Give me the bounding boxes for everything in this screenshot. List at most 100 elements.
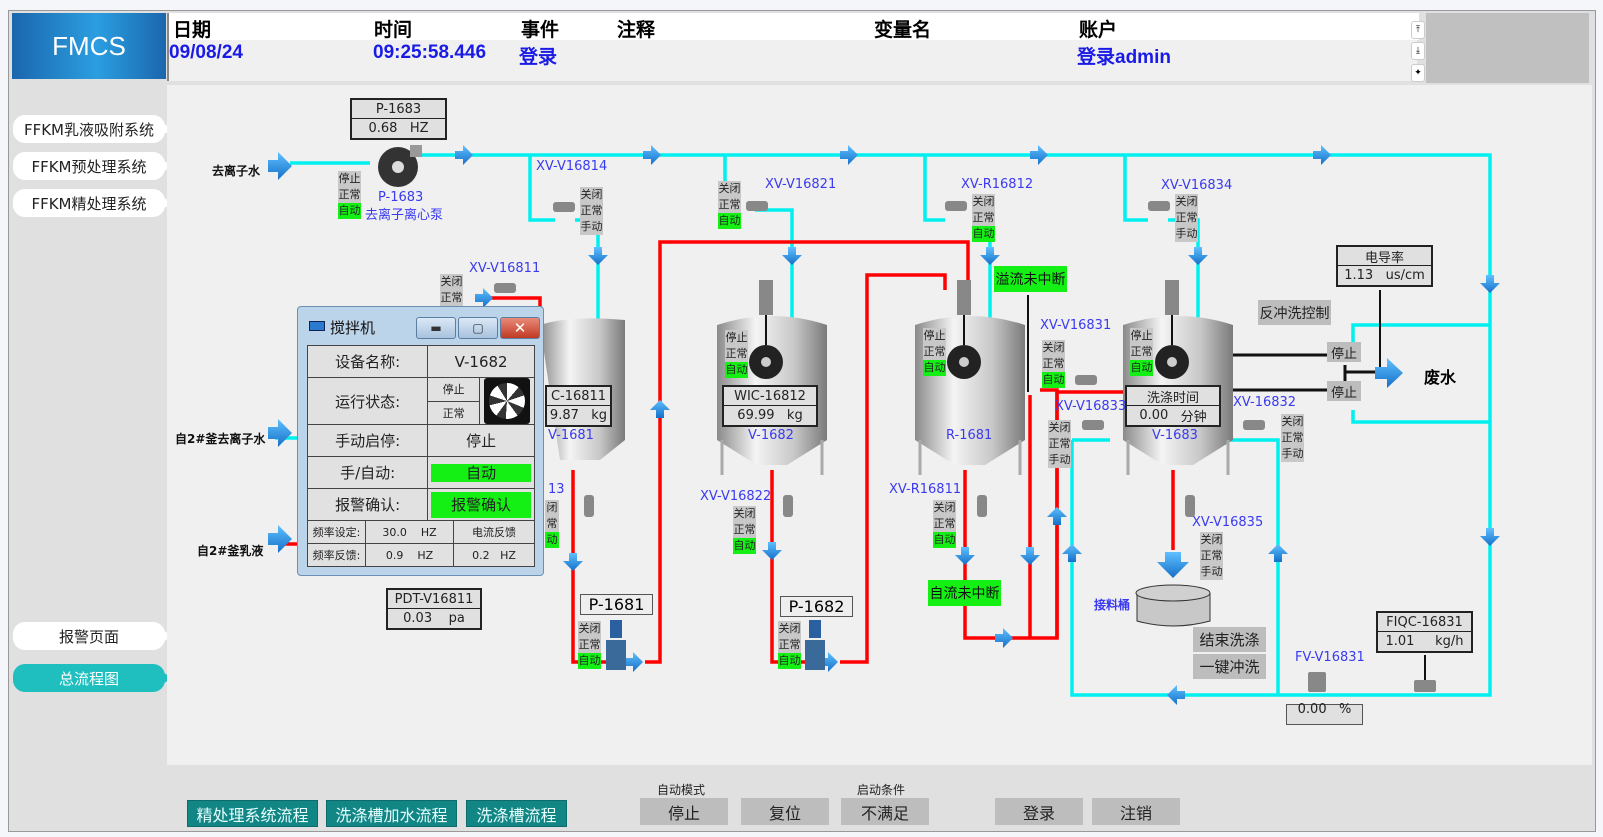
login-button[interactable]: 登录: [995, 798, 1083, 825]
one-key-flush-button[interactable]: 一键冲洗: [1193, 654, 1266, 679]
mode-label: 手/自动:: [306, 456, 429, 489]
arrow-right-icon: [1375, 358, 1403, 388]
freq-set-label: 频率设定:: [307, 520, 366, 544]
wash-tank-flow-button[interactable]: 洗涤槽流程: [466, 800, 567, 827]
agitator-fan-icon[interactable]: [749, 315, 783, 379]
valve-xv-v16821-tag: XV-V16821: [765, 177, 837, 192]
agitator-info-table: 设备名称:V-1682 运行状态:停止 正常 手动启停:停止 手/自动:自动 报…: [306, 345, 535, 567]
valve-icon: [1082, 420, 1104, 430]
maximize-button[interactable]: ▢: [458, 317, 498, 339]
pump-p1681-status[interactable]: 关闭正常自动: [578, 621, 601, 669]
status-fault: 常: [545, 516, 559, 532]
pdt-reading: 0.03 pa: [388, 609, 480, 628]
valve-xv-v16821-status[interactable]: 关闭正常自动: [718, 181, 741, 229]
pin-icon[interactable]: ✦: [1411, 64, 1425, 82]
logout-button[interactable]: 注销: [1092, 798, 1180, 825]
run-state-label: 运行状态:: [306, 377, 429, 425]
status-open: 关闭: [1175, 194, 1198, 210]
mode-toggle[interactable]: 自动: [431, 463, 532, 482]
status-fault: 正常: [338, 187, 361, 203]
valve-xv-v16831-status[interactable]: 关闭正常自动: [1042, 340, 1065, 388]
valve-icon: [584, 495, 594, 517]
backwash-stop-top-button[interactable]: 停止: [1327, 342, 1361, 362]
valve-xv-v16833-status[interactable]: 关闭正常手动: [1048, 420, 1071, 468]
valve-icon: [1075, 375, 1097, 385]
row-date: 09/08/24: [169, 42, 243, 63]
backwash-stop-bottom-button[interactable]: 停止: [1327, 381, 1361, 401]
sidebar-item-ffkm-refine[interactable]: FFKM精处理系统: [13, 189, 173, 217]
reset-button[interactable]: 复位: [741, 798, 829, 825]
refine-flow-button[interactable]: 精处理系统流程: [187, 800, 318, 827]
pdt-title: PDT-V16811: [388, 590, 480, 609]
sidebar-item-alarm-page[interactable]: 报警页面: [13, 622, 173, 650]
pump-p1682-tag[interactable]: P-1682: [780, 596, 853, 617]
device-name-value: V-1682: [427, 345, 535, 378]
event-log-header: [169, 13, 1419, 40]
alarm-ack-button[interactable]: 报警确认: [431, 491, 532, 518]
arrow-down-icon: [1020, 547, 1040, 565]
freq-set-value[interactable]: 30.0 HZ: [364, 520, 455, 544]
minimize-button[interactable]: ▬: [416, 317, 456, 339]
valve-xv-v16814-status[interactable]: 关闭正常手动: [580, 187, 603, 235]
waste-water-label: 废水: [1424, 368, 1457, 387]
wash-tank-fill-flow-button[interactable]: 洗涤槽加水流程: [326, 800, 457, 827]
arrow-right-icon: [1313, 145, 1331, 165]
valve-xv-r16812-status[interactable]: 关闭正常自动: [972, 194, 995, 242]
conductivity-value: 1.13: [1344, 268, 1374, 283]
arrow-down-icon: [762, 542, 782, 560]
arrow-up-icon: [1268, 544, 1288, 562]
pump-p1683-status[interactable]: 停止正常自动: [338, 171, 361, 219]
sidebar-item-overview[interactable]: 总流程图: [13, 664, 173, 692]
manual-start-value[interactable]: 停止: [427, 424, 535, 457]
col-note: 注释: [617, 19, 656, 41]
end-wash-button[interactable]: 结束洗涤: [1193, 627, 1266, 652]
agitator-fan-icon[interactable]: [947, 315, 981, 379]
tank-r1681-tag: R-1681: [946, 428, 993, 443]
valve-icon: [494, 283, 516, 293]
pdt-display: PDT-V16811 0.03 pa: [386, 588, 482, 630]
col-time: 时间: [374, 19, 413, 41]
valve-xv-v16834-tag: XV-V16834: [1161, 178, 1233, 193]
status-open: 关闭: [440, 274, 463, 290]
vertical-pump-icon[interactable]: [606, 620, 626, 670]
conductivity-title: 电导率: [1338, 247, 1431, 266]
valve-xv-16832-status[interactable]: 关闭正常手动: [1281, 414, 1304, 462]
status-open: 关闭: [580, 187, 603, 203]
valve-xv-v16834-status[interactable]: 关闭正常手动: [1175, 194, 1198, 242]
status-mode: 自动: [725, 362, 748, 378]
row-account: 登录admin: [1077, 47, 1171, 68]
status-open: 关闭: [1200, 532, 1223, 548]
valve-icon: [945, 201, 967, 211]
flow-fiqc-title: FIQC-16831: [1378, 613, 1471, 632]
status-mode: 手动: [1281, 446, 1304, 462]
status-fault: 正常: [1048, 436, 1071, 452]
valve-xv-16813-status[interactable]: 闭常动: [545, 500, 559, 548]
scroll-top-icon[interactable]: ⤒: [1411, 21, 1425, 39]
tank-v1682-title: WIC-16812: [724, 387, 816, 406]
valve-xv-v16833-tag: XV-V16833: [1055, 399, 1127, 414]
pump-p1681-tag[interactable]: P-1681: [580, 594, 653, 615]
backwash-control-button[interactable]: 反冲洗控制: [1258, 300, 1331, 325]
scroll-bottom-icon[interactable]: ⤓: [1411, 42, 1425, 60]
close-button[interactable]: ✕: [500, 317, 540, 339]
tank-v1683-status[interactable]: 停止正常自动: [1130, 328, 1153, 376]
valve-xv-v16822-status[interactable]: 关闭正常自动: [733, 506, 756, 554]
valve-xv-v16814-tag: XV-V16814: [536, 159, 608, 174]
pump-p1682-status[interactable]: 关闭正常自动: [778, 621, 801, 669]
auto-mode-stop-button[interactable]: 停止: [640, 798, 728, 825]
valve-xv-v16835-status[interactable]: 关闭正常手动: [1200, 532, 1223, 580]
valve-icons[interactable]: [494, 201, 1436, 692]
centrifugal-pump-icon[interactable]: [378, 145, 422, 187]
valve-xv-r16811-status[interactable]: 关闭正常自动: [933, 500, 956, 548]
conductivity-reading: 1.13 us/cm: [1338, 266, 1431, 285]
vertical-pump-icon[interactable]: [805, 620, 825, 670]
status-mode: 自动: [718, 213, 741, 229]
freq-feedback-unit: HZ: [417, 548, 434, 562]
sidebar-item-ffkm-pretreatment[interactable]: FFKM预处理系统: [13, 152, 173, 180]
status-fault: 正常: [440, 290, 463, 306]
tank-r1681-status[interactable]: 停止正常自动: [923, 328, 946, 376]
agitator-fan-icon[interactable]: [1155, 315, 1189, 379]
current-feedback-number: 0.2: [472, 548, 490, 562]
tank-v1682-status[interactable]: 停止正常自动: [725, 330, 748, 378]
agitator-dialog[interactable]: 搅拌机 ▬ ▢ ✕ 设备名称:V-1682 运行状态:停止 正常 手动启停:停止…: [297, 306, 544, 576]
